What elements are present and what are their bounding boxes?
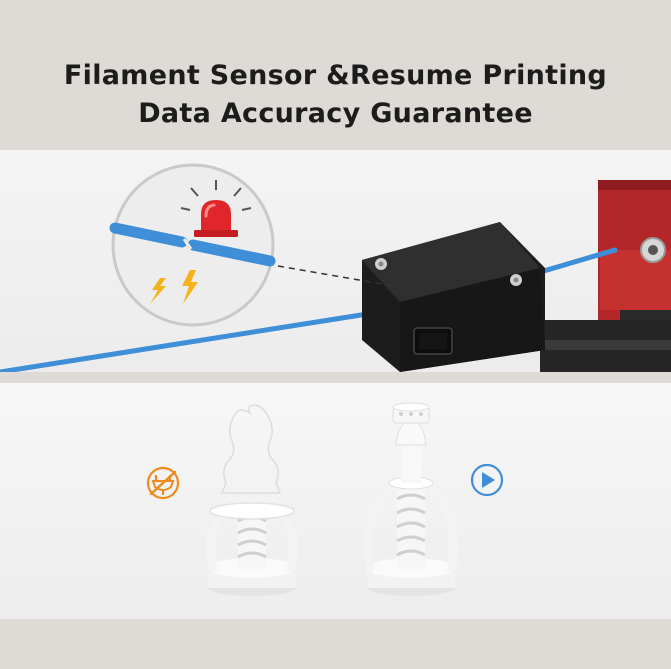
- header: Filament Sensor &Resume Printing Data Ac…: [0, 0, 671, 150]
- page-subtitle: Data Accuracy Guarantee: [138, 98, 533, 129]
- filament-sensor-illustration: [0, 150, 671, 372]
- filament-sensor-box: [362, 222, 545, 372]
- incomplete-print-model: [206, 404, 298, 596]
- magnified-callout: [109, 163, 276, 327]
- red-alarm-beacon-icon: [180, 180, 252, 237]
- lightning-icon: [150, 270, 198, 304]
- complete-print-model: [363, 402, 459, 596]
- play-resume-icon: [470, 463, 504, 497]
- page-title: Filament Sensor &Resume Printing: [63, 60, 608, 91]
- power-off-icon: [146, 466, 180, 500]
- footer-band: [0, 619, 671, 669]
- resume-printing-illustration: [0, 383, 671, 619]
